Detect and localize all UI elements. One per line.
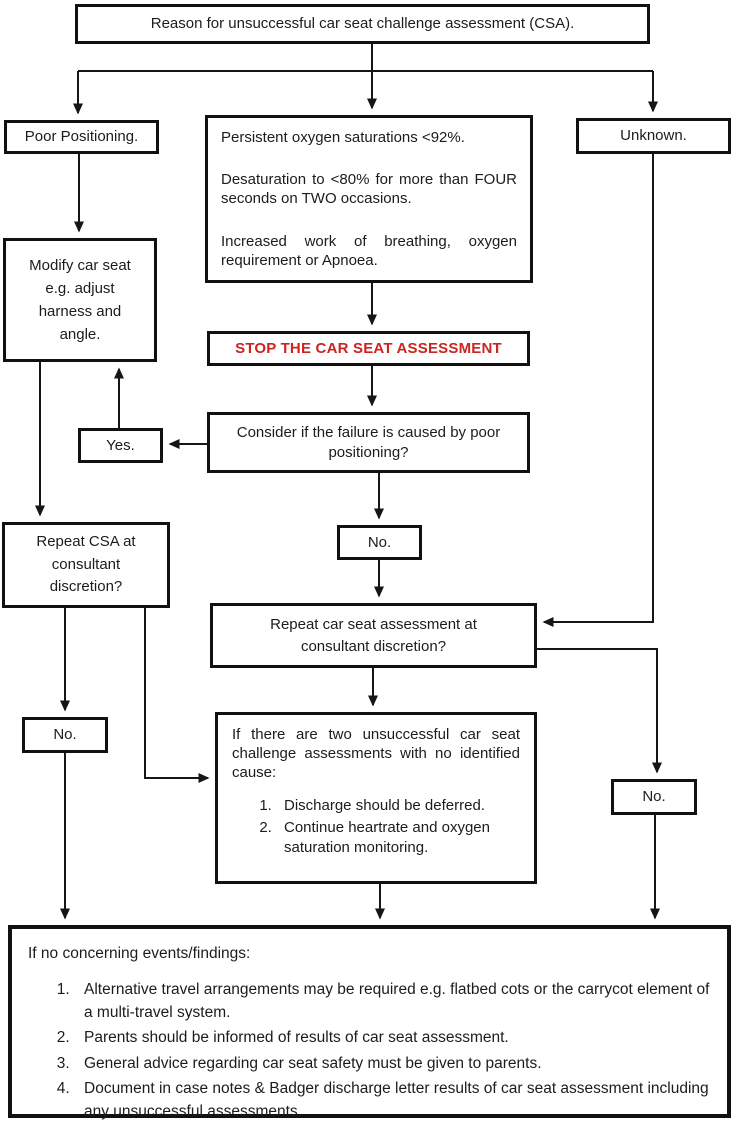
yes-box: Yes.	[78, 428, 163, 463]
poor-positioning-label: Poor Positioning.	[24, 128, 139, 146]
poor-positioning-box: Poor Positioning.	[4, 120, 159, 154]
no-box-right: No.	[611, 779, 697, 815]
no-box-left: No.	[22, 717, 108, 753]
two-unsuccessful-intro: If there are two unsuccessful car seat c…	[232, 726, 520, 782]
no-concerning-events-intro: If no concerning events/findings:	[28, 945, 251, 962]
no-concerning-events-list: Alternative travel arrangements may be r…	[74, 979, 711, 1126]
modify-car-seat-box: Modify car seat e.g. adjust harness and …	[3, 238, 157, 362]
stop-assessment-label: STOP THE CAR SEAT ASSESSMENT	[235, 339, 502, 357]
consider-failure-label: Consider if the failure is caused by poo…	[236, 424, 501, 461]
criteria-paragraph-3: Increased work of breathing, oxygen requ…	[221, 232, 517, 269]
unknown-box: Unknown.	[576, 118, 731, 154]
no-center-label: No.	[367, 533, 392, 551]
no-left-label: No.	[53, 726, 77, 744]
repeat-csa-label: Repeat CSA at consultant discretion?	[36, 533, 136, 596]
list-item: Discharge should be deferred.	[276, 796, 520, 816]
stop-assessment-box: STOP THE CAR SEAT ASSESSMENT	[207, 331, 530, 366]
two-unsuccessful-box: If there are two unsuccessful car seat c…	[215, 712, 537, 884]
modify-car-seat-label: Modify car seat e.g. adjust harness and …	[29, 256, 131, 344]
consider-failure-box: Consider if the failure is caused by poo…	[207, 412, 530, 473]
no-box-center: No.	[337, 525, 422, 560]
title-box: Reason for unsuccessful car seat challen…	[75, 4, 650, 44]
list-item: General advice regarding car seat safety…	[74, 1053, 711, 1075]
failure-criteria-box: Persistent oxygen saturations <92%. Desa…	[205, 115, 533, 283]
list-item: Continue heartrate and oxygen saturation…	[276, 818, 520, 859]
repeat-csa-box: Repeat CSA at consultant discretion?	[2, 522, 170, 608]
repeat-assessment-box: Repeat car seat assessment at consultant…	[210, 603, 537, 668]
no-concerning-events-box: If no concerning events/findings: Altern…	[8, 925, 731, 1120]
no-right-label: No.	[642, 788, 666, 806]
title-box-label: Reason for unsuccessful car seat challen…	[150, 15, 575, 33]
arrow-repeat-csa-to-two-unsuccessful	[144, 608, 210, 783]
repeat-assessment-label: Repeat car seat assessment at consultant…	[270, 615, 477, 655]
list-item: Parents should be informed of results of…	[74, 1027, 711, 1049]
two-unsuccessful-list: Discharge should be deferred. Continue h…	[276, 796, 520, 861]
criteria-paragraph-1: Persistent oxygen saturations <92%.	[221, 129, 465, 146]
unknown-label: Unknown.	[620, 127, 687, 145]
yes-label: Yes.	[106, 436, 135, 454]
arrow-unknown-to-repeat	[542, 154, 654, 627]
list-item: Alternative travel arrangements may be r…	[74, 979, 711, 1024]
list-item: Document in case notes & Badger discharg…	[74, 1078, 711, 1123]
arrow-repeat-to-no-right	[537, 648, 662, 774]
criteria-paragraph-2: Desaturation to <80% for more than FOUR …	[221, 171, 517, 208]
